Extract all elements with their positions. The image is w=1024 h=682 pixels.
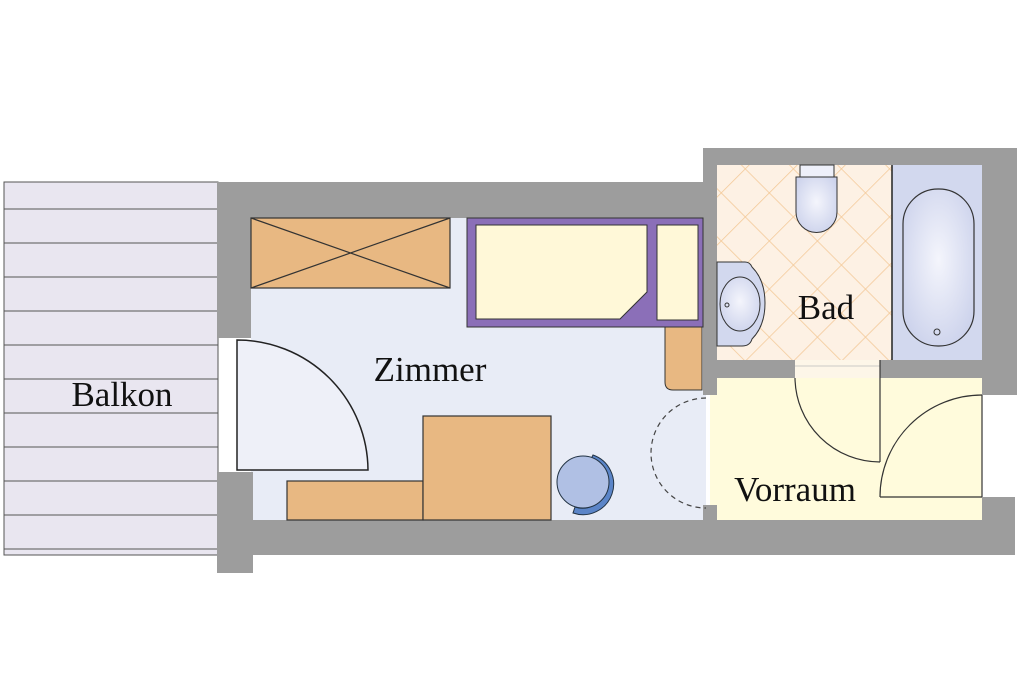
- bench: [286, 480, 424, 521]
- sink: [716, 261, 766, 347]
- hall-label: Vorraum: [734, 470, 856, 509]
- wardrobe: [250, 217, 451, 289]
- bath-door[interactable]: [794, 360, 881, 463]
- desk: [422, 415, 552, 521]
- chair: [556, 454, 615, 516]
- balcony: [3, 181, 219, 556]
- hall-floor: [710, 378, 982, 520]
- nightstand: [664, 326, 703, 391]
- bed: [466, 217, 704, 328]
- bathtub: [902, 188, 975, 347]
- balcony-door[interactable]: [236, 339, 369, 471]
- balcony-label: Balkon: [71, 375, 172, 414]
- pillow: [656, 224, 699, 321]
- bath-label: Bad: [798, 288, 855, 327]
- walls: [217, 148, 1017, 573]
- entrance-door[interactable]: [879, 394, 983, 498]
- room-label: Zimmer: [374, 350, 487, 389]
- room-door[interactable]: [650, 397, 707, 509]
- toilet: [795, 164, 838, 233]
